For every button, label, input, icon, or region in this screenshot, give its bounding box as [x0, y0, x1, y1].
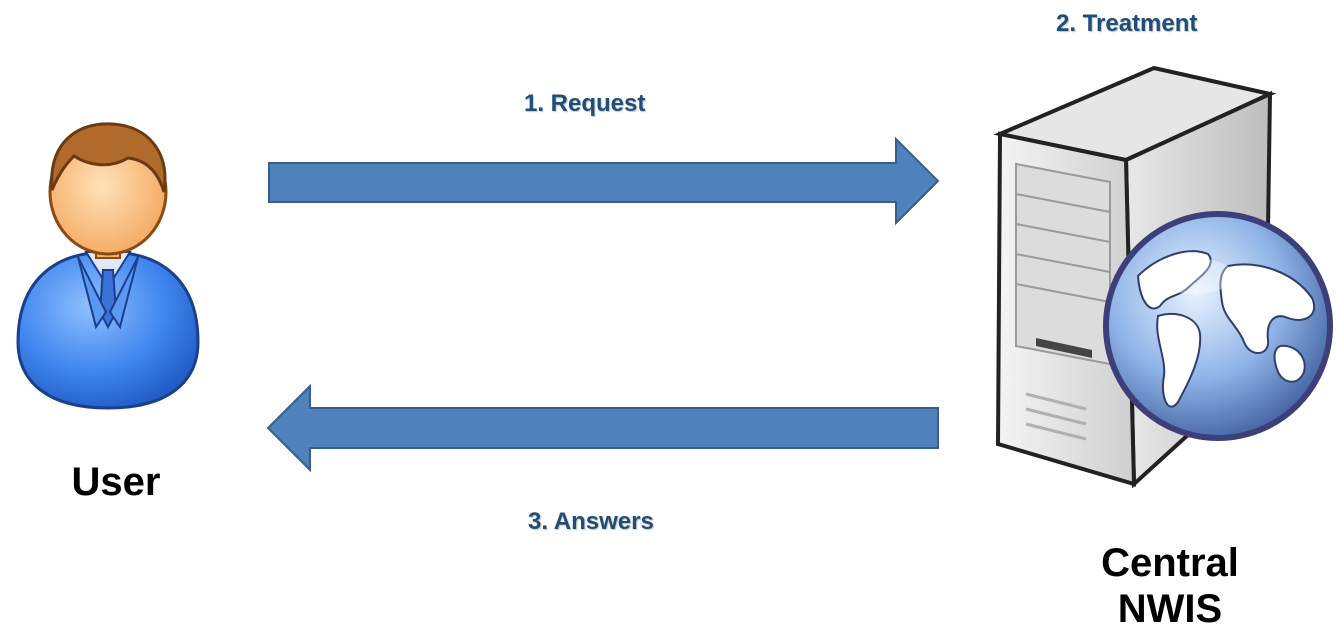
- answers-arrow-shape: [266, 383, 939, 473]
- step-request-label: 1. Request: [524, 90, 646, 117]
- server-label-line2: NWIS: [1117, 587, 1223, 631]
- step-answers-label: 3. Answers: [528, 508, 654, 535]
- request-arrow-shape: [268, 136, 940, 226]
- globe-icon: [1103, 211, 1333, 441]
- user-icon: [16, 122, 200, 410]
- step-treatment-label: 2. Treatment: [1056, 10, 1198, 37]
- server-label-line1: Central: [1101, 541, 1239, 585]
- user-label: User: [71, 460, 161, 504]
- server-label: Central NWIS: [1080, 540, 1260, 632]
